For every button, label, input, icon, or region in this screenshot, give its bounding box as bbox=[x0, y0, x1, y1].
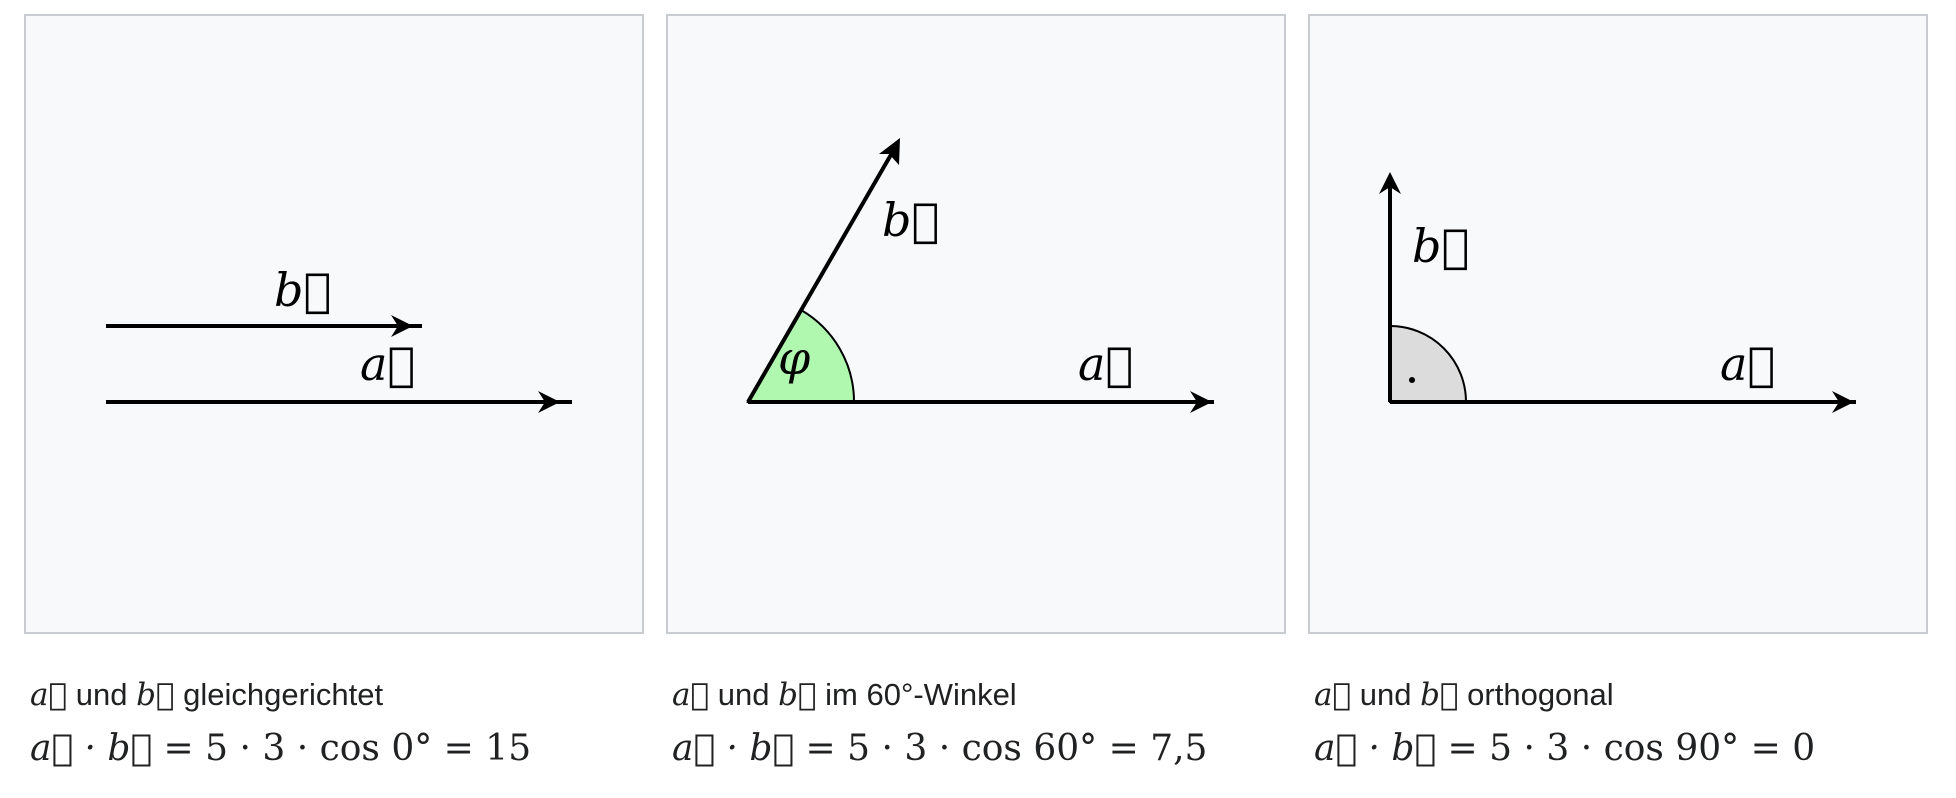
caption-parallel: a⃗ und b⃗ gleichgerichtet a⃗ · b⃗ = 5 · … bbox=[30, 674, 660, 774]
vector-a-arrowhead bbox=[538, 391, 560, 413]
diagram-panel-60-degree: φ b⃗ a⃗ bbox=[666, 14, 1286, 634]
formula-lhs: a⃗ · b⃗ bbox=[30, 728, 153, 769]
right-angle-sector bbox=[1389, 324, 1468, 403]
relation-text: gleichgerichtet bbox=[183, 677, 384, 712]
vector-b-symbol: b⃗ bbox=[1420, 677, 1459, 713]
vector-a-symbol: a⃗ bbox=[1314, 677, 1352, 713]
vector-a-label: a⃗ bbox=[360, 337, 415, 391]
vector-b-arrowhead bbox=[1379, 172, 1401, 194]
vector-b-label: b⃗ bbox=[882, 193, 939, 247]
formula-rhs: = 5 · 3 · cos 90° = 0 bbox=[1447, 728, 1816, 769]
formula-line: a⃗ · b⃗ = 5 · 3 · cos 90° = 0 bbox=[1314, 724, 1944, 774]
vector-b-label: b⃗ bbox=[1412, 219, 1469, 273]
formula-lhs: a⃗ · b⃗ bbox=[1314, 728, 1437, 769]
caption-line: a⃗ und b⃗ orthogonal bbox=[1314, 674, 1944, 716]
conjunction-text: und bbox=[75, 677, 128, 712]
vector-b-symbol: b⃗ bbox=[136, 677, 175, 713]
vector-b-arrowhead bbox=[879, 138, 900, 165]
vector-a-label: a⃗ bbox=[1078, 337, 1133, 391]
vector-b-symbol: b⃗ bbox=[778, 677, 817, 713]
angle-sector-phi bbox=[746, 308, 856, 403]
vector-b-label: b⃗ bbox=[274, 263, 331, 317]
conjunction-text: und bbox=[717, 677, 770, 712]
formula-rhs: = 5 · 3 · cos 60° = 7,5 bbox=[805, 728, 1208, 769]
caption-line: a⃗ und b⃗ gleichgerichtet bbox=[30, 674, 660, 716]
vector-a-symbol: a⃗ bbox=[672, 677, 710, 713]
vector-b-shaft bbox=[746, 144, 898, 404]
vector-a-arrowhead bbox=[1190, 391, 1212, 413]
angle-60-vectors-diagram: φ b⃗ a⃗ bbox=[746, 138, 1214, 413]
diagram-panel-orthogonal: b⃗ a⃗ bbox=[1308, 14, 1928, 634]
formula-lhs: a⃗ · b⃗ bbox=[672, 728, 795, 769]
angle-label-phi: φ bbox=[778, 331, 811, 385]
formula-line: a⃗ · b⃗ = 5 · 3 · cos 0° = 15 bbox=[30, 724, 660, 774]
diagram-panel-parallel: b⃗ a⃗ bbox=[24, 14, 644, 634]
right-angle-dot bbox=[1409, 377, 1415, 383]
vector-a-symbol: a⃗ bbox=[30, 677, 68, 713]
vector-a-label: a⃗ bbox=[1720, 337, 1775, 391]
orthogonal-vectors-diagram: b⃗ a⃗ bbox=[1379, 172, 1856, 413]
relation-text: im 60°-Winkel bbox=[825, 677, 1017, 712]
formula-line: a⃗ · b⃗ = 5 · 3 · cos 60° = 7,5 bbox=[672, 724, 1302, 774]
relation-text: orthogonal bbox=[1467, 677, 1614, 712]
parallel-vectors-diagram: b⃗ a⃗ bbox=[106, 263, 572, 413]
formula-rhs: = 5 · 3 · cos 0° = 15 bbox=[163, 728, 532, 769]
caption-60-degree: a⃗ und b⃗ im 60°-Winkel a⃗ · b⃗ = 5 · 3 … bbox=[672, 674, 1302, 774]
conjunction-text: und bbox=[1359, 677, 1412, 712]
caption-line: a⃗ und b⃗ im 60°-Winkel bbox=[672, 674, 1302, 716]
caption-orthogonal: a⃗ und b⃗ orthogonal a⃗ · b⃗ = 5 · 3 · c… bbox=[1314, 674, 1944, 774]
vector-b-arrowhead bbox=[391, 315, 413, 337]
vector-a-arrowhead bbox=[1832, 391, 1854, 413]
